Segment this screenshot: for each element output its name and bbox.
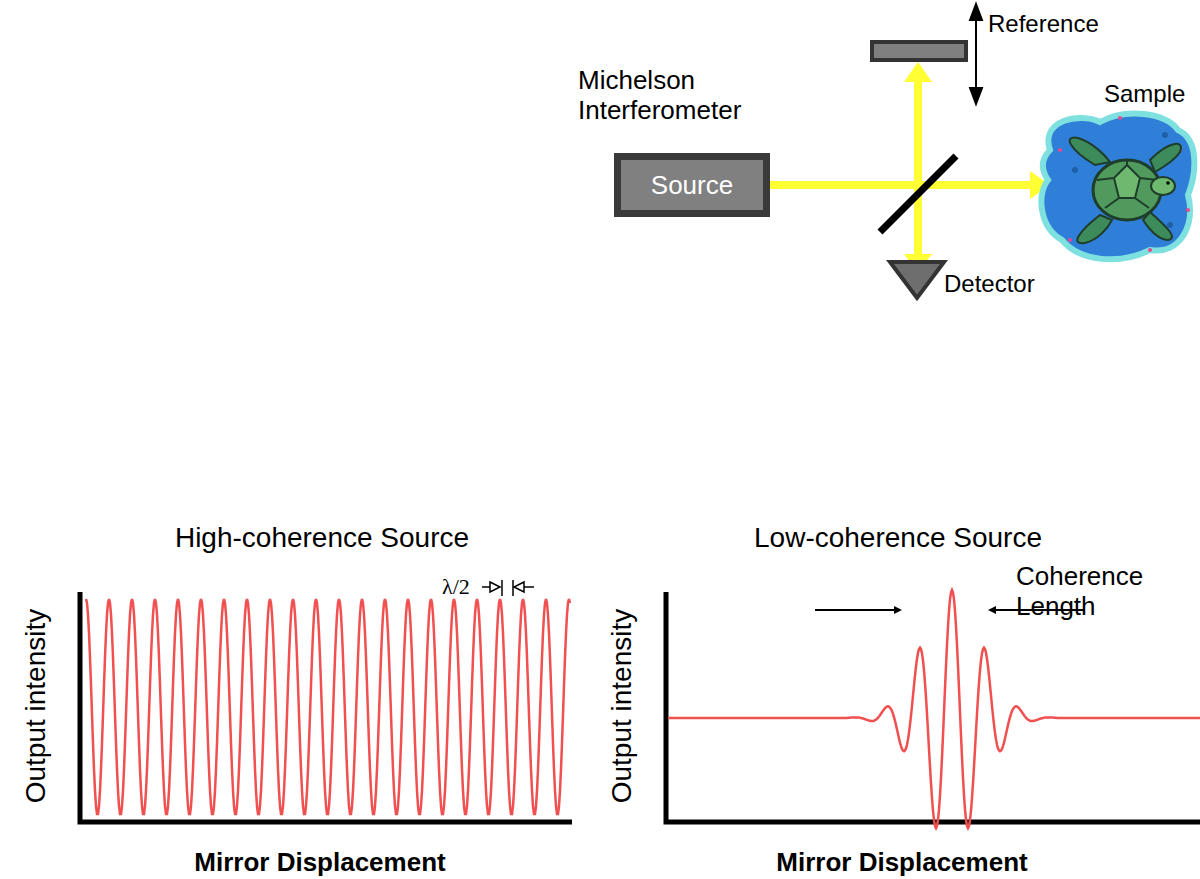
part-label: Sample <box>1104 80 1185 108</box>
wavelength-label: λ/2 <box>442 574 470 599</box>
high-coherence-trace <box>86 599 570 814</box>
beam-splitter <box>880 156 956 232</box>
part-label: Reference <box>988 10 1099 38</box>
axis-label: Mirror Displacement <box>776 848 1027 878</box>
wavelength-marker <box>482 580 534 596</box>
low-coherence-trace <box>668 590 1200 828</box>
sample-turtle <box>1041 114 1194 260</box>
part-label: Detector <box>944 270 1035 298</box>
source-box: Source <box>614 153 770 217</box>
axis-label: Mirror Displacement <box>194 848 445 878</box>
mirror-motion-arrow <box>970 4 982 104</box>
reference-mirror <box>872 42 966 60</box>
plot-title: Low-coherence Source <box>754 522 1042 554</box>
axis-label: Output intensity <box>606 609 638 804</box>
plot-axes <box>80 592 1200 822</box>
plot-title: High-coherence Source <box>175 522 469 554</box>
title-label: Michelson Interferometer <box>578 66 778 126</box>
dimension-label: Coherence Length <box>1016 562 1156 622</box>
detector-symbol <box>890 262 944 298</box>
light-beam <box>770 62 1050 272</box>
node-label: Source <box>651 170 733 201</box>
axis-label: Output intensity <box>20 609 52 804</box>
